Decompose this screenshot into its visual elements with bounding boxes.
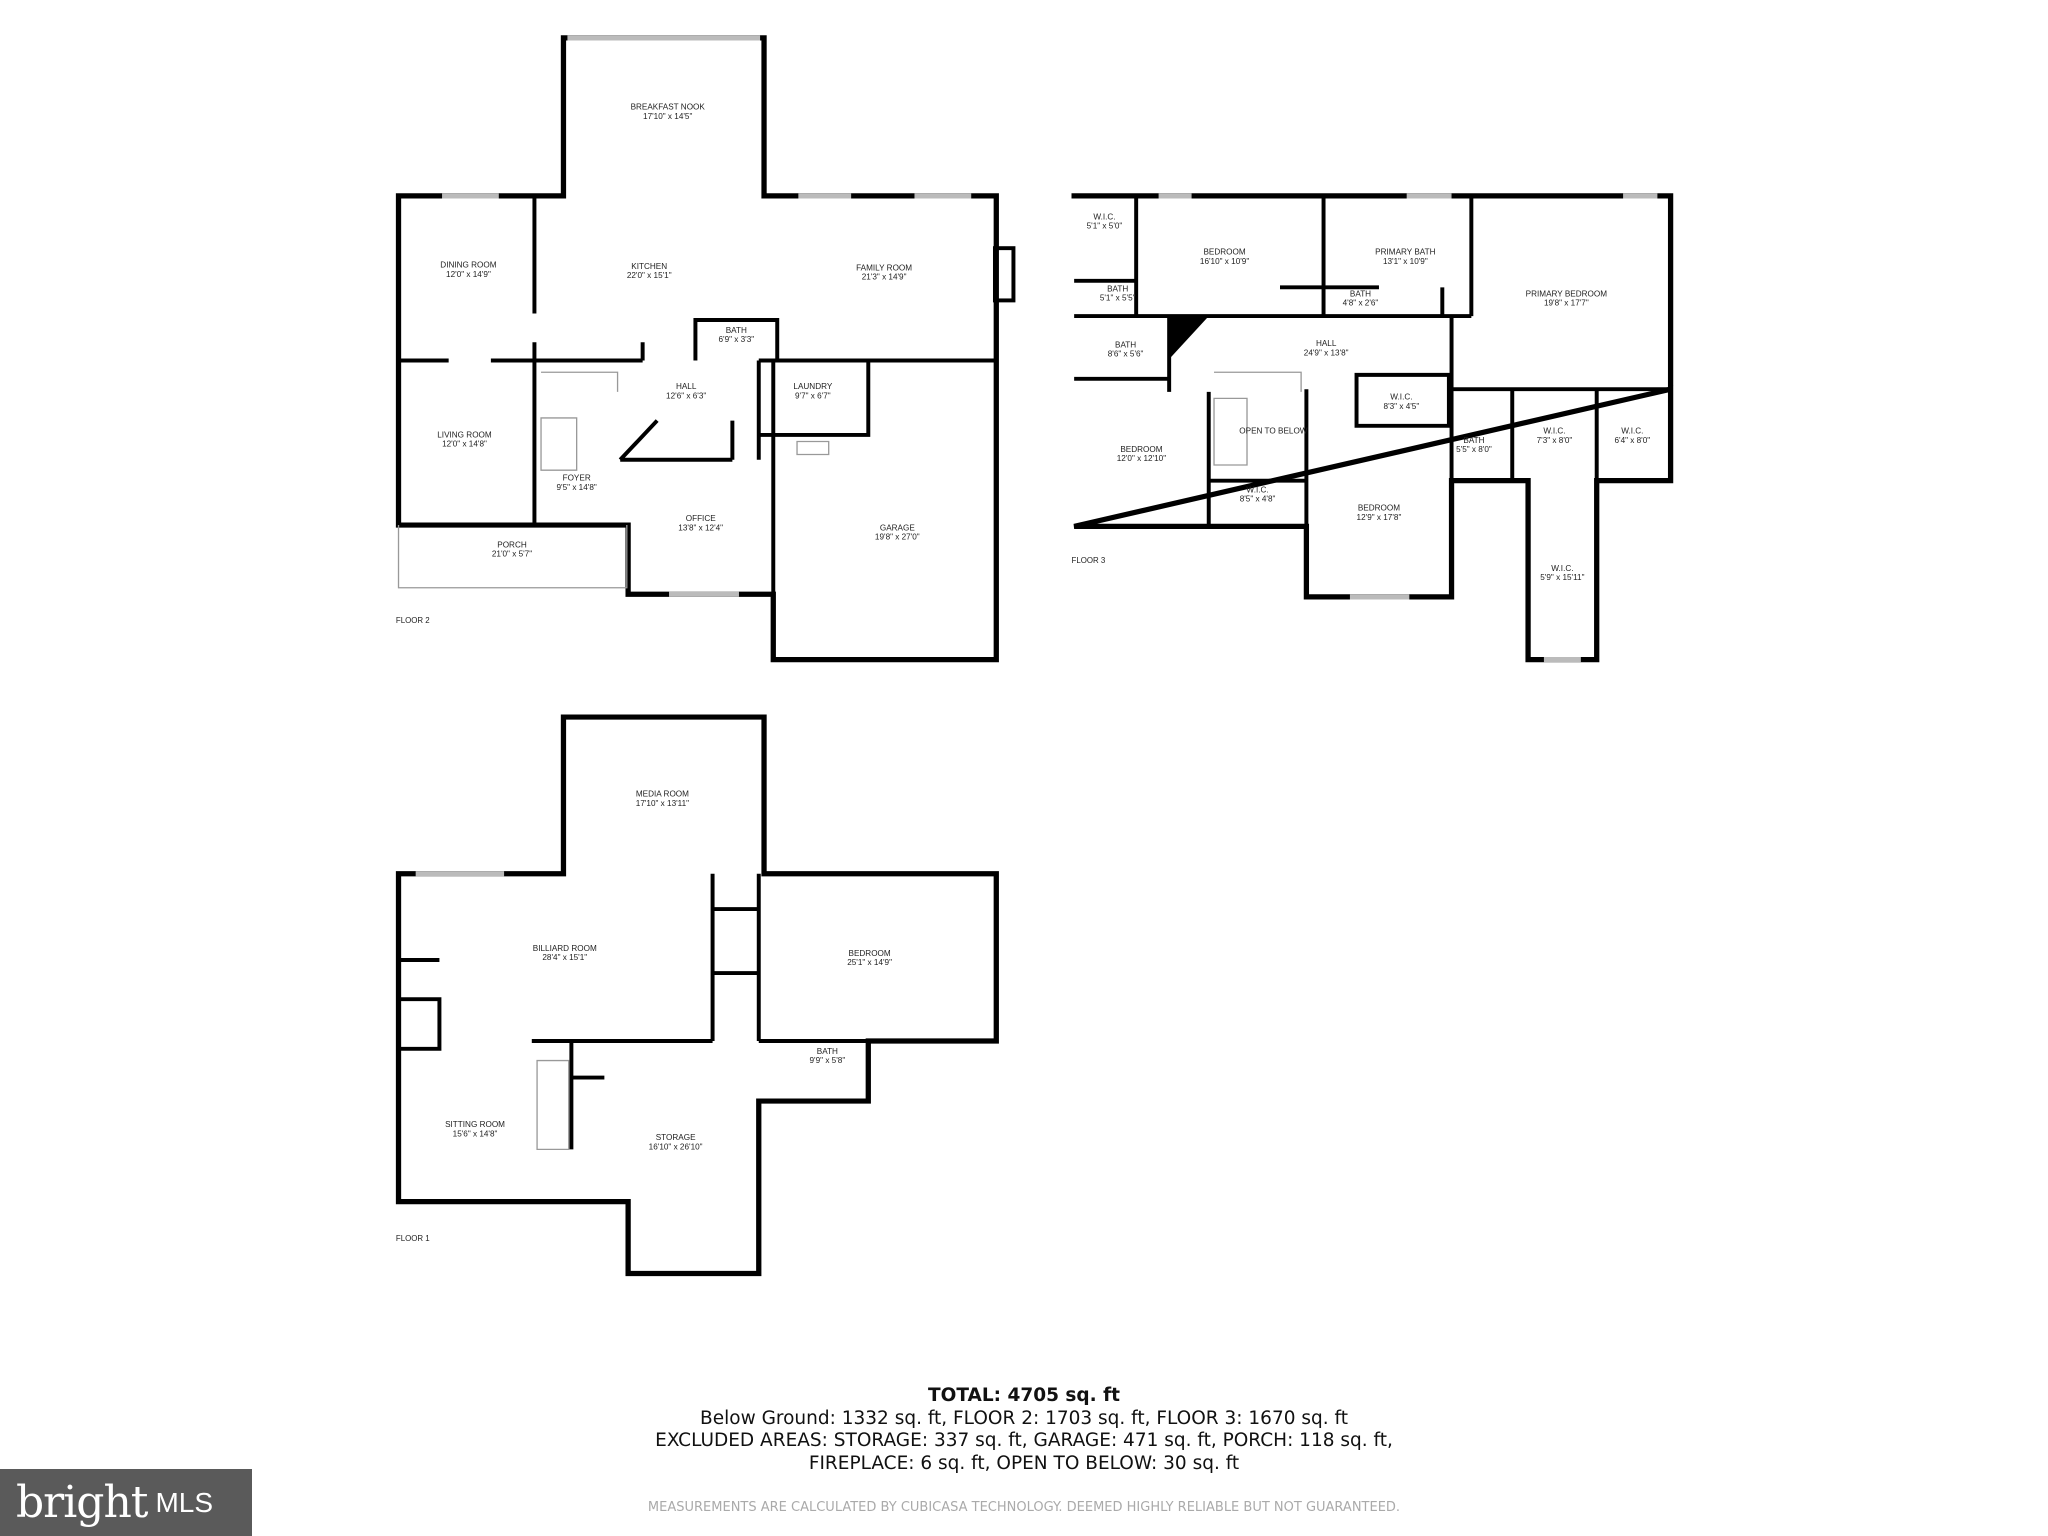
- room-dimensions: 7'3" x 8'0": [1537, 436, 1573, 445]
- room-name: KITCHEN: [631, 262, 667, 271]
- room-name: HALL: [1316, 339, 1337, 348]
- room-dimensions: 16'10" x 26'10": [649, 1142, 703, 1151]
- room-dimensions: 17'10" x 14'5": [643, 112, 692, 121]
- room-name: W.I.C.: [1390, 393, 1412, 402]
- room-dimensions: 12'6" x 6'3": [666, 391, 706, 400]
- room-dimensions: 16'10" x 10'9": [1200, 257, 1249, 266]
- room-dimensions: 19'8" x 17'7": [1544, 299, 1589, 308]
- room-dimensions: 12'0" x 14'9": [446, 270, 491, 279]
- room-name: BATH: [1463, 436, 1484, 445]
- room-name: BREAKFAST NOOK: [631, 103, 706, 112]
- room-name: SITTING ROOM: [445, 1120, 505, 1129]
- room-dimensions: 5'9" x 15'11": [1540, 573, 1584, 582]
- room-dimensions: 19'8" x 27'0": [875, 532, 920, 541]
- room-name: BEDROOM: [1203, 248, 1245, 257]
- room-dimensions: 4'8" x 2'6": [1343, 299, 1379, 308]
- room-name: LIVING ROOM: [437, 431, 492, 440]
- room-name: PRIMARY BATH: [1375, 248, 1435, 257]
- room-dimensions: 24'9" x 13'8": [1304, 348, 1349, 357]
- room-dimensions: 6'4" x 8'0": [1614, 436, 1650, 445]
- room-name: MEDIA ROOM: [636, 790, 689, 799]
- room-name: W.I.C.: [1246, 485, 1268, 494]
- room-dimensions: 6'9" x 3'3": [718, 335, 754, 344]
- room-dimensions: 12'9" x 17'8": [1357, 513, 1402, 522]
- room-dimensions: 21'3" x 14'9": [862, 273, 907, 282]
- room-name: W.I.C.: [1551, 564, 1573, 573]
- room-dimensions: 15'6" x 14'8": [453, 1129, 498, 1138]
- room-dimensions: 13'8" x 12'4": [678, 523, 723, 532]
- room-name: BATH: [1350, 290, 1371, 299]
- room-name: W.I.C.: [1621, 427, 1643, 436]
- room-name: PRIMARY BEDROOM: [1526, 290, 1608, 299]
- room-dimensions: 25'1" x 14'9": [847, 958, 892, 967]
- room-dimensions: 9'7" x 6'7": [795, 391, 831, 400]
- floor-1-label: FLOOR 1: [396, 1234, 430, 1243]
- floor-1-plan: FLOOR 1: [396, 714, 999, 1277]
- room-name: BEDROOM: [1358, 504, 1400, 513]
- room-name: HALL: [676, 382, 697, 391]
- room-name: BATH: [726, 326, 747, 335]
- excluded-areas: EXCLUDED AREAS: STORAGE: 337 sq. ft, GAR…: [655, 1430, 1393, 1451]
- room-name: GARAGE: [880, 523, 916, 532]
- excluded-areas-cont: FIREPLACE: 6 sq. ft, OPEN TO BELOW: 30 s…: [808, 1452, 1240, 1474]
- room-name: LAUNDRY: [793, 382, 832, 391]
- room-dimensions: 9'5" x 14'8": [557, 483, 597, 492]
- room-dimensions: 9'9" x 5'8": [810, 1056, 846, 1065]
- room-name: BEDROOM: [849, 949, 891, 958]
- room-name: FOYER: [563, 474, 591, 483]
- room-name: W.I.C.: [1093, 212, 1115, 221]
- floor-areas: Below Ground: 1332 sq. ft, FLOOR 2: 1703…: [700, 1407, 1348, 1429]
- room-dimensions: 8'5" x 4'8": [1240, 495, 1276, 504]
- room-dimensions: 5'1" x 5'0": [1087, 222, 1123, 231]
- room-name: W.I.C.: [1543, 427, 1565, 436]
- room-dimensions: 28'4" x 15'1": [542, 953, 587, 962]
- room-dimensions: 5'1" x 5'5": [1100, 293, 1136, 302]
- room-dimensions: 5'5" x 8'0": [1456, 445, 1492, 454]
- room-name: PORCH: [497, 540, 527, 549]
- room-dimensions: 21'0" x 5'7": [492, 549, 532, 558]
- room-dimensions: 8'3" x 4'5": [1384, 402, 1420, 411]
- room-name: FAMILY ROOM: [856, 263, 912, 272]
- room-name: BATH: [1115, 340, 1136, 349]
- room-name: BEDROOM: [1120, 445, 1162, 454]
- room-name: STORAGE: [656, 1133, 696, 1142]
- room-dimensions: 12'0" x 14'8": [442, 440, 487, 449]
- area-summary: TOTAL: 4705 sq. ft Below Ground: 1332 sq…: [0, 1385, 2048, 1475]
- room-dimensions: 13'1" x 10'9": [1383, 257, 1428, 266]
- room-name: OPEN TO BELOW: [1239, 427, 1308, 436]
- room-name: BILLIARD ROOM: [533, 944, 597, 953]
- room-dimensions: 22'0" x 15'1": [627, 271, 672, 280]
- room-dimensions: 8'6" x 5'6": [1108, 350, 1144, 359]
- floor-2-label: FLOOR 2: [396, 616, 430, 625]
- room-name: BATH: [817, 1047, 838, 1056]
- room-name: DINING ROOM: [440, 261, 496, 270]
- disclaimer: MEASUREMENTS ARE CALCULATED BY CUBICASA …: [647, 1500, 1401, 1515]
- floor-3-plan: FLOOR 3: [1072, 193, 1674, 663]
- room-dimensions: 17'10" x 13'11": [636, 799, 689, 808]
- floor-2-plan: FLOOR 2: [396, 35, 1016, 663]
- total-area: TOTAL: 4705 sq. ft: [927, 1385, 1121, 1406]
- room-name: BATH: [1107, 284, 1128, 293]
- floor-3-label: FLOOR 3: [1072, 556, 1106, 565]
- room-name: OFFICE: [686, 514, 717, 523]
- room-dimensions: 12'0" x 12'10": [1117, 454, 1166, 463]
